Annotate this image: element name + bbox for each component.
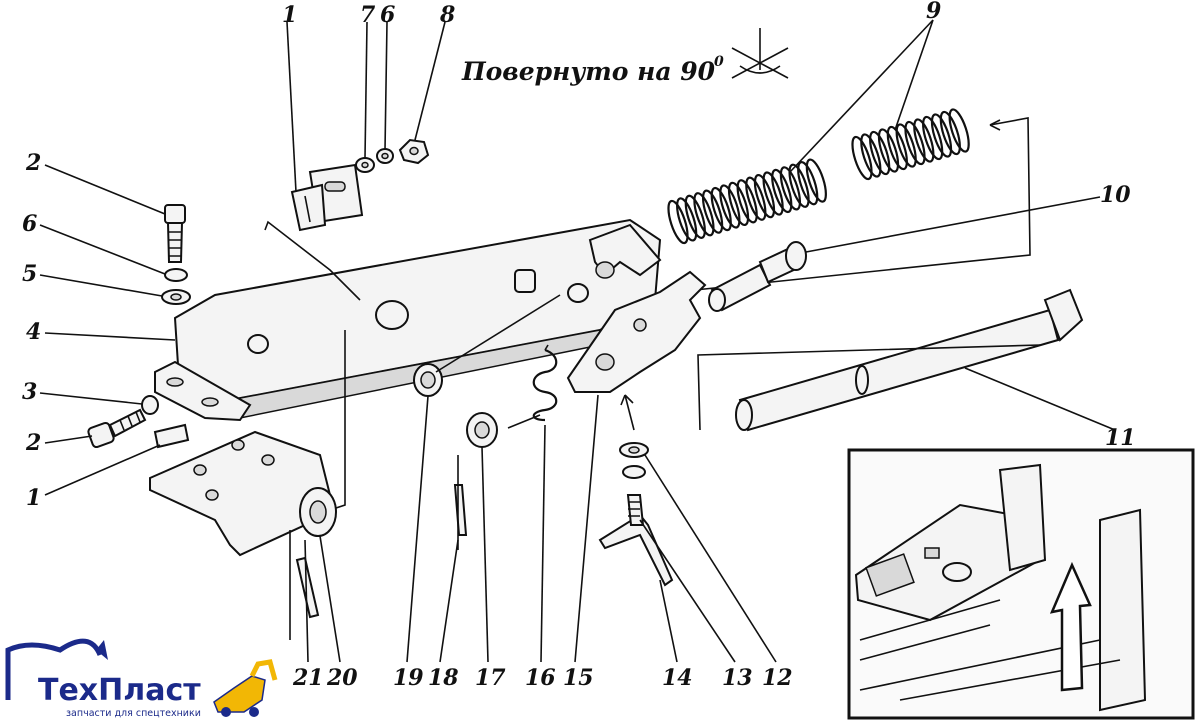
guide-pin [708,241,807,312]
spring-coil [719,184,741,229]
torsion-spring [507,344,558,429]
spring-coil [797,161,819,206]
callout-1-top: 1 [282,2,297,28]
callout-17: 17 [475,665,506,691]
latch-lever [566,270,707,393]
spring-coil [710,186,732,232]
callout-20: 20 [326,665,358,691]
spring-coil [851,135,873,181]
spring-coil [736,179,758,224]
callout-13: 13 [722,665,753,691]
spring-coil [913,118,935,163]
spring-coil [701,189,724,234]
callout-12: 12 [762,665,793,691]
callout-14: 14 [662,665,693,691]
rotation-note: Повернуто на 90 0 [461,28,789,86]
up-arrow-icon [1049,561,1092,692]
callout-labels: 1 7 6 8 9 2 6 5 4 3 2 1 10 11 21 20 19 1… [22,0,1136,691]
cotter-pin-21 [295,556,320,619]
leader-lines [39,19,1116,663]
spring-coil [753,173,776,219]
callout-3: 3 [22,379,37,405]
lower-plate [149,430,332,557]
spring-coil [895,123,917,168]
callout-2-lower: 2 [25,430,41,456]
washer-left-6 [164,268,188,282]
spring-coil [771,168,793,214]
callout-6-left: 6 [22,211,37,237]
spring-coil [930,113,953,158]
spring-coil [676,197,698,242]
spring-coil [922,115,944,161]
spring-coil [939,110,961,156]
excavator-logo-icon [5,638,108,700]
handle-bolt [598,494,674,587]
callout-4: 4 [26,319,41,345]
spring-coil [877,128,900,173]
spring-coil [948,108,970,153]
u-clip-top [290,183,327,232]
spring-lower [667,158,827,245]
washer-left-3 [141,395,159,415]
inset-machine-view [847,448,1195,720]
callout-8: 8 [439,2,455,28]
callout-1-left: 1 [26,485,41,511]
brand-logo: ТехПласт запчасти для спецтехники [5,638,278,719]
callout-9: 9 [926,0,941,24]
spring-coil [860,133,882,178]
spring-coil [779,166,802,211]
spring-coil [886,125,908,171]
spring-coil [762,171,784,216]
callout-18: 18 [428,665,459,691]
spring-coil [745,176,767,221]
u-clip-left [153,423,190,449]
spring-coil [788,163,810,208]
washer-20 [299,487,337,537]
washers-nut-top [355,138,430,173]
callout-19: 19 [393,665,424,691]
spring-coil [727,181,750,227]
spring-coil [805,158,827,203]
spring-upper [851,108,970,181]
rotation-degree-mark: 0 [714,54,724,70]
rod [735,288,1084,432]
cotter-pin-18 [453,484,468,536]
spring-coil [869,130,891,176]
spring-coil [667,199,689,245]
spring-coil [904,120,926,166]
callout-21: 21 [292,665,324,691]
callout-7: 7 [360,2,376,28]
callout-16: 16 [525,665,556,691]
callout-11: 11 [1105,425,1136,451]
callout-10: 10 [1100,182,1131,208]
rotation-arrow-icon [731,28,789,79]
logo-name: ТехПласт [38,673,201,708]
callout-5: 5 [22,261,37,287]
callout-6-top: 6 [380,2,395,28]
logo-tagline: запчасти для спецтехники [66,708,201,719]
washer-19 [413,363,443,397]
spring-coil [693,192,715,237]
spring-coil [684,194,706,239]
callout-15: 15 [563,665,594,691]
loader-logo-icon [213,659,278,717]
rotation-title: Повернуто на 90 [461,57,716,86]
washer-13 [622,465,646,479]
washer-17 [466,412,498,448]
bolt-upper [164,204,186,263]
bolt-lower [87,408,147,449]
callout-2-upper: 2 [25,150,41,176]
